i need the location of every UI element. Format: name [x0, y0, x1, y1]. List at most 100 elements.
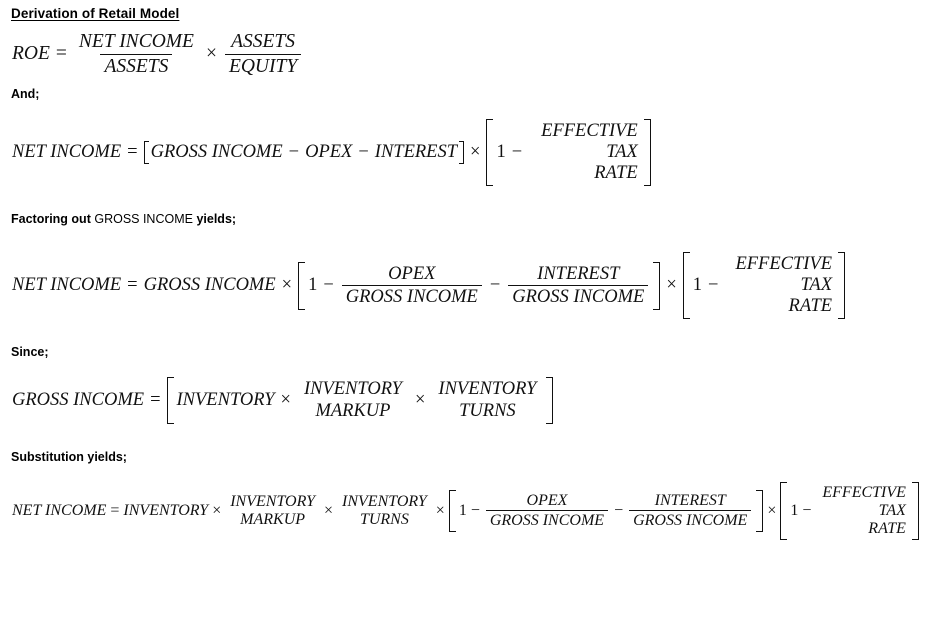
label-factoring-out: Factoring out GROSS INCOME yields;	[0, 212, 948, 226]
operator-times: ×	[205, 43, 217, 64]
operator-times: ×	[470, 142, 481, 163]
fraction-numerator: INTEREST	[654, 491, 726, 509]
term-gross-income: GROSS INCOME	[150, 142, 283, 163]
fraction-denominator: EQUITY	[224, 53, 302, 78]
operator-minus: −	[614, 501, 624, 519]
term-inventory: INVENTORY	[342, 492, 427, 510]
term-inventory: INVENTORY	[230, 492, 315, 510]
term-rate: RATE	[868, 520, 906, 538]
term-rate: RATE	[594, 163, 638, 184]
operator-times: ×	[435, 501, 445, 519]
operator-minus: −	[358, 142, 369, 163]
term-interest: INTEREST	[374, 142, 458, 163]
bracket-left	[448, 489, 456, 533]
term-roe: ROE	[12, 43, 50, 64]
bracket-left	[780, 481, 788, 541]
fraction-numerator: OPEX	[526, 491, 568, 509]
fraction-assets-over-equity: ASSETS EQUITY	[224, 30, 302, 78]
stack-inventory-markup: INVENTORY MARKUP	[230, 493, 315, 529]
term-inventory: INVENTORY	[123, 501, 209, 519]
operator-times: ×	[414, 390, 426, 411]
fraction-numerator: INTEREST	[537, 263, 620, 284]
term-rate: RATE	[788, 296, 833, 317]
stack-inventory-turns: INVENTORY TURNS	[438, 379, 536, 421]
term-inventory: INVENTORY	[438, 379, 537, 400]
term-opex: OPEX	[305, 142, 353, 163]
bracket-group-gross-income-expenses: GROSS INCOME − OPEX − INTEREST	[143, 141, 465, 165]
stack-effective-tax-rate: EFFECTIVE TAX RATE	[735, 254, 832, 317]
bracket-right	[911, 481, 919, 541]
term-effective: EFFECTIVE	[735, 254, 833, 275]
operator-minus: −	[470, 501, 480, 519]
document-page: Derivation of Retail Model ROE = NET INC…	[0, 6, 948, 541]
term-gross-income: GROSS INCOME	[143, 275, 276, 296]
literal-one: 1	[496, 142, 506, 163]
term-tax: TAX	[606, 142, 638, 163]
operator-minus: −	[511, 142, 523, 163]
literal-one: 1	[790, 501, 799, 519]
term-inventory: INVENTORY	[176, 390, 275, 411]
term-net-income: NET INCOME	[12, 142, 122, 163]
bracket-right	[546, 377, 554, 424]
operator-times: ×	[212, 501, 222, 519]
bracket-left	[682, 252, 690, 320]
term-net-income: NET INCOME	[12, 275, 122, 296]
equation-roe: ROE = NET INCOME ASSETS × ASSETS EQUITY	[0, 31, 948, 77]
fraction-denominator: GROSS INCOME	[485, 510, 609, 530]
term-net-income: NET INCOME	[12, 501, 107, 519]
operator-equals: =	[127, 275, 138, 296]
label-factoring-bold-tail: yields;	[196, 212, 237, 227]
fraction-numerator: OPEX	[388, 263, 436, 284]
literal-one: 1	[308, 275, 318, 296]
operator-times: ×	[666, 275, 677, 296]
fraction-denominator: ASSETS	[100, 53, 173, 78]
term-inventory: INVENTORY	[303, 379, 402, 400]
label-factoring-bold-lead: Factoring out	[11, 212, 91, 227]
label-substitution: Substitution yields;	[11, 449, 127, 464]
operator-equals: =	[110, 501, 120, 519]
term-markup: MARKUP	[315, 400, 391, 421]
bracket-right	[459, 141, 465, 165]
label-since: Since;	[11, 345, 49, 360]
bracket-group-tax-rate: 1 − EFFECTIVE TAX RATE	[486, 119, 651, 187]
bracket-right	[756, 489, 764, 533]
bracket-left	[166, 377, 174, 424]
bracket-group-inventory-product: INVENTORY × INVENTORY MARKUP × INVENTORY…	[166, 377, 554, 424]
bracket-right	[643, 119, 651, 187]
operator-minus: −	[802, 501, 812, 519]
term-turns: TURNS	[359, 510, 409, 528]
equation-net-income-substituted: NET INCOME = INVENTORY × INVENTORY MARKU…	[0, 481, 948, 541]
operator-minus: −	[288, 142, 300, 163]
stack-effective-tax-rate: EFFECTIVE TAX RATE	[541, 121, 638, 184]
term-effective: EFFECTIVE	[822, 483, 906, 501]
fraction-opex-over-gross-income: OPEX GROSS INCOME	[341, 263, 482, 308]
fraction-interest-over-gross-income: INTEREST GROSS INCOME	[508, 263, 649, 308]
bracket-left	[298, 261, 306, 311]
operator-equals: =	[150, 390, 161, 411]
equation-gross-income: GROSS INCOME = INVENTORY × INVENTORY MAR…	[0, 377, 948, 424]
equation-net-income-factored: NET INCOME = GROSS INCOME × 1 − OPEX GRO…	[0, 252, 948, 320]
fraction-numerator: ASSETS	[231, 30, 296, 52]
term-gross-income: GROSS INCOME	[12, 390, 145, 411]
bracket-group-expense-ratios: 1 − OPEX GROSS INCOME − INTEREST GROSS I…	[298, 261, 661, 311]
literal-one: 1	[458, 501, 467, 519]
term-effective: EFFECTIVE	[541, 121, 638, 141]
fraction-interest-over-gross-income: INTEREST GROSS INCOME	[629, 491, 752, 531]
operator-times: ×	[281, 275, 293, 296]
operator-times: ×	[323, 501, 334, 519]
literal-one: 1	[692, 275, 703, 296]
fraction-opex-over-gross-income: OPEX GROSS INCOME	[485, 491, 609, 531]
bracket-right	[653, 261, 661, 311]
bracket-group-expense-ratios: 1 − OPEX GROSS INCOME − INTEREST GROSS I…	[448, 489, 764, 533]
equation-net-income: NET INCOME = GROSS INCOME − OPEX − INTER…	[0, 119, 948, 187]
operator-equals: =	[127, 142, 138, 163]
fraction-numerator: NET INCOME	[78, 30, 194, 52]
bracket-right	[838, 252, 846, 320]
stack-inventory-turns: INVENTORY TURNS	[342, 493, 427, 529]
label-and: And;	[11, 87, 40, 101]
bracket-group-tax-rate: 1 − EFFECTIVE TAX RATE	[682, 252, 846, 320]
bracket-group-tax-rate: 1 − EFFECTIVE TAX RATE	[780, 481, 919, 541]
term-markup: MARKUP	[240, 510, 306, 528]
operator-times: ×	[767, 501, 777, 519]
page-title: Derivation of Retail Model	[11, 6, 180, 21]
